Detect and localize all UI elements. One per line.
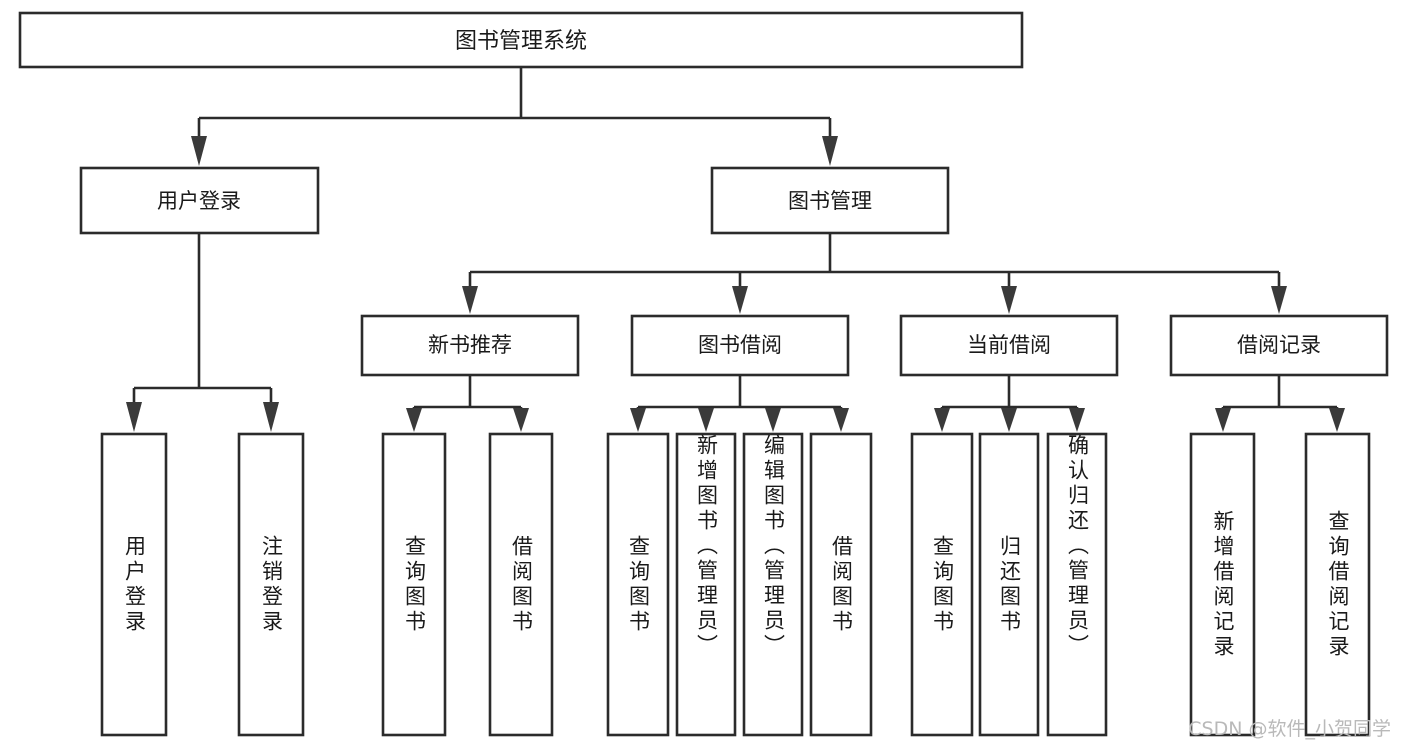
leaf-box-borrow-book-1[interactable] (488, 432, 554, 737)
node-label-borrow-record: 借阅记录 (1237, 333, 1321, 357)
node-label-book-borrow: 图书借阅 (698, 333, 782, 357)
arrow-leaf-user-login (126, 402, 142, 432)
leaf-box-query-record[interactable] (1304, 432, 1371, 737)
node-box-new-book-recommend[interactable] (360, 314, 580, 377)
arrow-to-current-borrow (1001, 286, 1017, 314)
leaf-box-query-book-2[interactable] (606, 432, 670, 737)
arrow-leaf-logout (263, 402, 279, 432)
node-box-user-login[interactable] (79, 166, 320, 235)
arrow-leaf-query-book-2 (630, 408, 646, 432)
node-box-book-borrow[interactable] (630, 314, 850, 377)
arrow-leaf-query-record (1329, 408, 1345, 432)
leaf-box-return-book[interactable] (978, 432, 1040, 737)
leaf-box-confirm-return[interactable] (1046, 432, 1108, 737)
leaf-box-query-book-3[interactable] (910, 432, 974, 737)
arrow-to-book-management (822, 136, 838, 166)
node-label-root: 图书管理系统 (455, 29, 587, 54)
node-box-root[interactable] (18, 11, 1024, 69)
arrow-leaf-query-book-3 (934, 408, 950, 432)
arrow-leaf-add-book (698, 408, 714, 432)
arrow-leaf-add-record (1215, 408, 1231, 432)
leaf-box-edit-book[interactable] (742, 432, 804, 737)
leaf-box-logout[interactable] (237, 432, 305, 737)
arrow-leaf-return-book (1001, 408, 1017, 432)
leaf-box-borrow-book-2[interactable] (809, 432, 873, 737)
arrow-to-book-borrow (732, 286, 748, 314)
connector-group-current-borrow (934, 375, 1085, 432)
arrow-to-borrow-record (1271, 286, 1287, 314)
connector-group-user-login (126, 233, 279, 432)
connector-group-root (191, 67, 838, 166)
leaf-box-add-book[interactable] (675, 432, 737, 737)
node-label-user-login: 用户登录 (157, 189, 241, 213)
connector-group-book-borrow (630, 375, 849, 432)
connector-group-new-book-recommend (406, 375, 529, 432)
arrow-leaf-borrow-book-1 (513, 408, 529, 432)
arrow-to-new-book-recommend (462, 286, 478, 314)
arrow-leaf-confirm-return (1069, 408, 1085, 432)
node-label-new-book-recommend: 新书推荐 (428, 333, 512, 357)
leaf-box-query-book-1[interactable] (381, 432, 447, 737)
node-label-book-management: 图书管理 (788, 189, 872, 213)
leaf-box-add-record[interactable] (1189, 432, 1256, 737)
leaf-box-user-login[interactable] (100, 432, 168, 737)
node-label-current-borrow: 当前借阅 (967, 333, 1051, 357)
arrow-to-user-login (191, 136, 207, 166)
node-box-borrow-record[interactable] (1169, 314, 1389, 377)
node-box-book-management[interactable] (710, 166, 950, 235)
connector-group-book-management (462, 233, 1287, 314)
arrow-leaf-borrow-book-2 (833, 408, 849, 432)
node-box-current-borrow[interactable] (899, 314, 1119, 377)
connector-group-borrow-record (1215, 375, 1345, 432)
arrow-leaf-edit-book (765, 408, 781, 432)
arrow-leaf-query-book-1 (406, 408, 422, 432)
